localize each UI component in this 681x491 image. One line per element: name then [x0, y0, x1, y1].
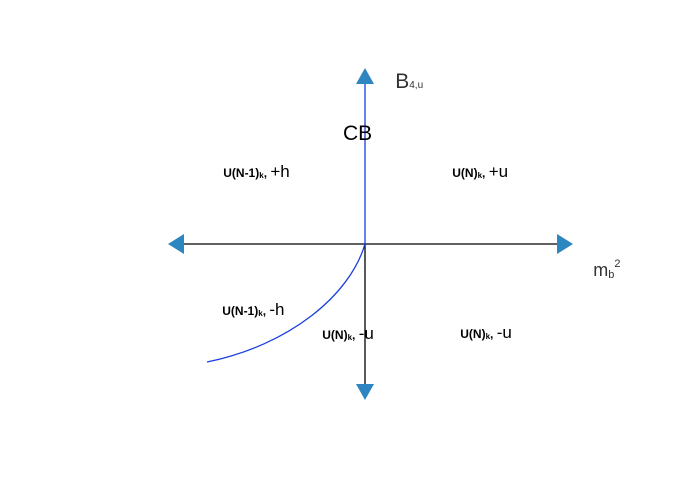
region-label-sep: , — [263, 304, 270, 318]
region-label-sub: k — [258, 309, 263, 318]
region-label-lower-left-outer: U(N-1)k, -h — [200, 300, 298, 319]
region-label-main: U(N) — [322, 328, 347, 342]
region-label-sub: k — [486, 332, 491, 341]
vertical-axis-label-main: B — [395, 70, 409, 93]
vertical-axis-label: B4,u — [373, 70, 437, 93]
horizontal-axis-label: mb2 — [571, 254, 634, 281]
region-label-sign: -u — [497, 323, 512, 342]
arrow-left-icon — [168, 234, 184, 254]
boundary-label: CB — [343, 122, 372, 145]
region-label-main: U(N-1) — [222, 304, 258, 318]
horizontal-axis-label-main: m — [593, 260, 608, 280]
region-label-main: U(N) — [460, 327, 485, 341]
horizontal-axis-label-sup: 2 — [614, 258, 620, 270]
region-label-sign: -h — [269, 300, 284, 319]
arrow-up-icon — [356, 68, 374, 84]
region-label-sign: +h — [270, 162, 289, 181]
region-label-sign: -u — [359, 324, 374, 343]
vertical-axis-label-sub: 4,u — [409, 80, 423, 91]
arrow-down-icon — [356, 384, 374, 400]
horizontal-axis-label-sub: b — [608, 269, 614, 281]
region-label-sep: , — [490, 327, 497, 341]
region-label-upper-left: U(N-1)k, +h — [201, 162, 303, 181]
region-label-sep: , — [264, 166, 271, 180]
region-label-main: U(N-1) — [223, 166, 259, 180]
region-label-main: U(N) — [452, 166, 477, 180]
region-label-sign: +u — [489, 162, 508, 181]
region-label-sub: k — [259, 171, 264, 180]
region-label-lower-left-inner: U(N)k, -u — [300, 324, 387, 343]
region-label-sep: , — [352, 328, 359, 342]
region-label-upper-right: U(N)k, +u — [430, 162, 521, 181]
region-label-sep: , — [482, 166, 489, 180]
region-label-lower-right: U(N)k, -u — [438, 323, 525, 342]
curved-boundary-line — [206, 243, 366, 363]
arrow-right-icon — [557, 234, 573, 254]
region-label-sub: k — [478, 171, 483, 180]
region-label-sub: k — [348, 333, 353, 342]
